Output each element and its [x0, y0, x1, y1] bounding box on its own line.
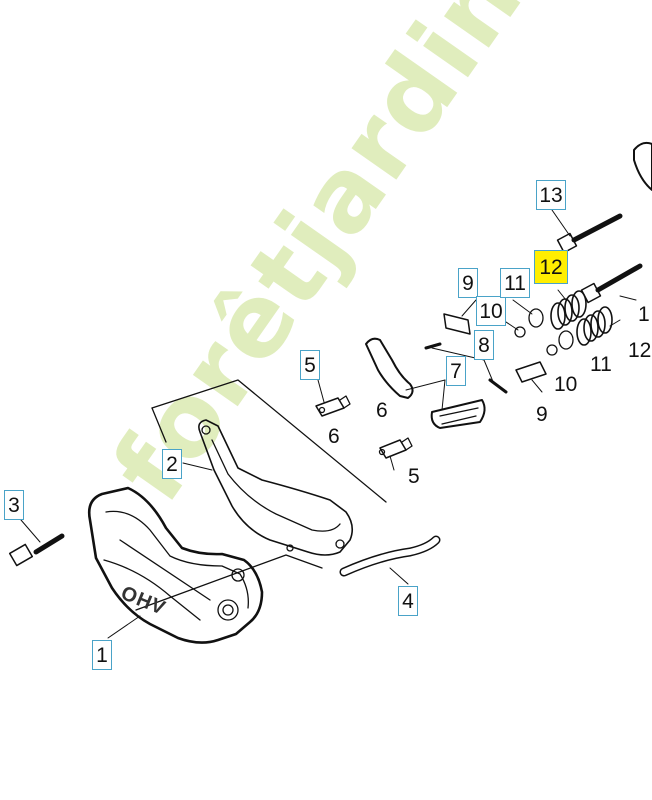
stud-upper-part — [424, 342, 442, 350]
label-10-lower: 10 — [554, 373, 578, 396]
valve-cap-11-upper — [528, 308, 544, 328]
callout-13: 13 — [536, 180, 566, 210]
label-6-upper: 6 — [328, 425, 340, 448]
exhaust-cover-part — [87, 486, 264, 644]
cylinder-head-edge — [633, 141, 652, 191]
assembly-bracket-left — [151, 407, 167, 443]
label-12-edge: 12 — [628, 339, 652, 362]
callout-3: 3 — [4, 490, 24, 520]
long-bolt-part — [8, 533, 65, 567]
stud-lower-part — [488, 378, 508, 394]
label-1-edge: 1 — [638, 303, 650, 326]
callout-9-upper: 9 — [458, 268, 478, 298]
label-5-lower: 5 — [408, 465, 420, 488]
valve-spring-upper — [550, 290, 587, 330]
label-9-lower: 9 — [536, 403, 548, 426]
callout-7: 7 — [446, 356, 466, 386]
rocker-arm-part — [365, 337, 486, 429]
callout-4: 4 — [398, 586, 418, 616]
assembly-bracket-lower — [135, 554, 323, 611]
retainer-10-lower — [546, 344, 558, 356]
callout-10-upper: 10 — [476, 296, 506, 326]
callout-12-highlighted: 12 — [534, 250, 568, 284]
rocker-bolt-upper — [556, 213, 623, 254]
callout-1: 1 — [92, 640, 112, 670]
label-11-lower: 11 — [590, 353, 612, 376]
callout-11-upper: 11 — [500, 268, 530, 298]
retainer-10-upper — [514, 326, 526, 338]
fitting-lower-part — [378, 437, 413, 459]
rocker-bolt-lower — [580, 263, 643, 304]
valve-cap-11-lower — [558, 330, 574, 350]
callout-5-upper: 5 — [300, 350, 320, 380]
assembly-bracket-upper — [151, 379, 387, 503]
valve-spring-lower — [576, 306, 613, 346]
gasket-part — [198, 419, 354, 556]
callout-8: 8 — [474, 330, 494, 360]
callout-2: 2 — [162, 449, 182, 479]
label-6-lower: 6 — [376, 399, 388, 422]
guide-plate-lower — [515, 361, 547, 383]
guide-plate-upper — [443, 313, 471, 335]
fitting-upper-part — [315, 395, 351, 417]
